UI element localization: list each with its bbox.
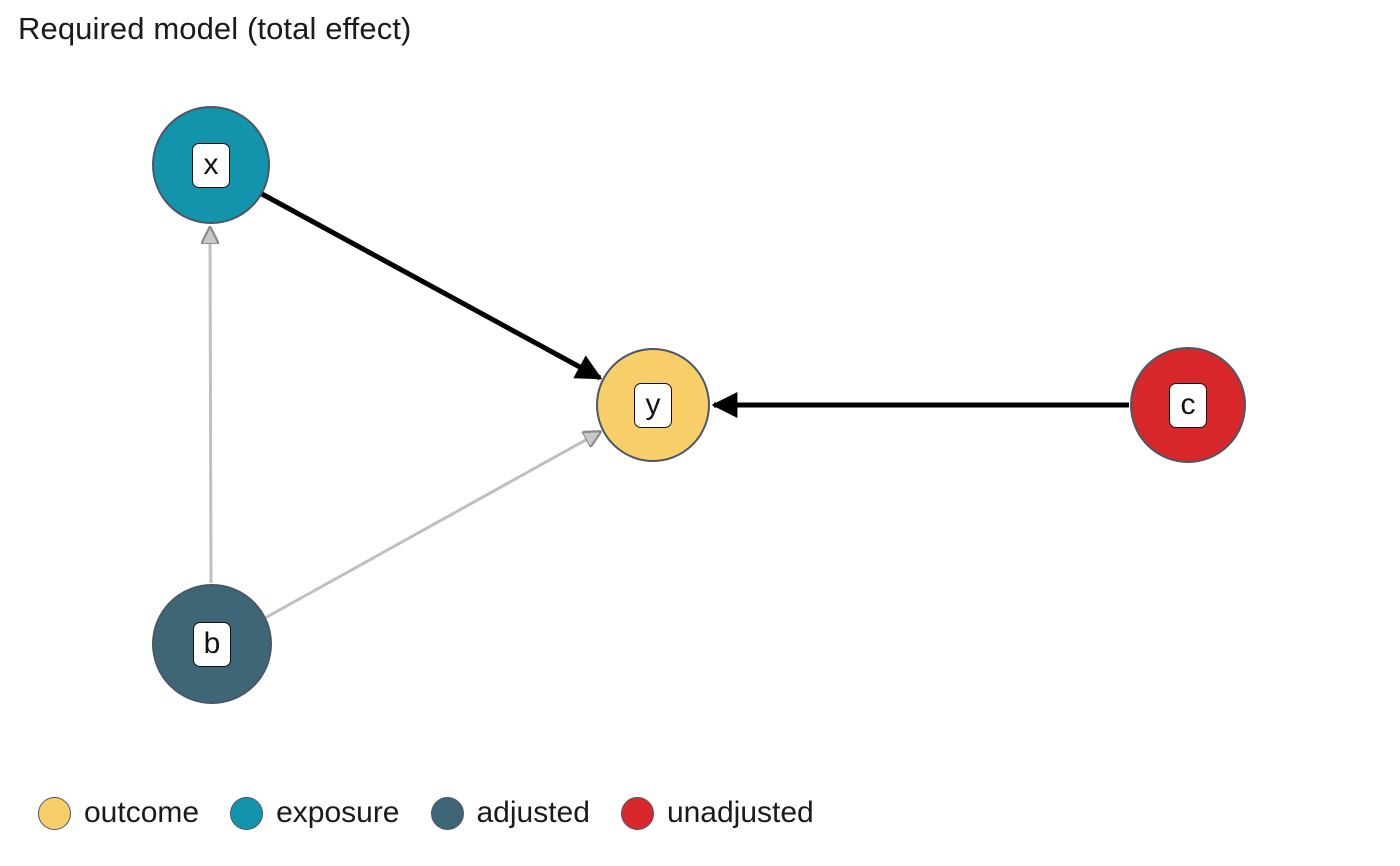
legend-label-unadjusted: unadjusted (666, 796, 814, 829)
node-label-c: c (1180, 388, 1196, 421)
legend-label-outcome: outcome (84, 796, 200, 829)
legend-item-adjusted[interactable]: adjusted (430, 796, 590, 830)
dag-edge-layer (0, 191, 1129, 620)
dag-edge-b-to-x (210, 228, 211, 584)
dag-node-c[interactable]: c (1130, 347, 1246, 463)
dag-node-x[interactable]: x (152, 106, 270, 224)
dag-edges (210, 191, 1129, 620)
legend-swatch-exposure (230, 796, 264, 830)
legend-item-exposure[interactable]: exposure (230, 796, 400, 830)
node-label-box-b: b (193, 621, 231, 667)
legend-swatch-outcome (38, 796, 71, 830)
dag-edge-x-to-y (260, 191, 603, 381)
legend: outcome exposure adjusted unadjusted (0, 778, 1400, 848)
legend-swatch-unadjusted (620, 796, 654, 830)
legend-item-outcome[interactable]: outcome (38, 796, 200, 830)
node-label-box-y: y (634, 382, 672, 428)
node-label-b: b (203, 627, 221, 660)
node-label-box-x: x (192, 142, 230, 188)
dag-edge-b-to-y (264, 432, 600, 620)
page-title: Required model (total effect) (18, 11, 412, 46)
node-label-box-c: c (1169, 382, 1207, 428)
legend-swatch-adjusted (430, 796, 464, 830)
dag-graph-area: x y b c (0, 106, 1246, 704)
legend-label-exposure: exposure (276, 796, 400, 829)
legend-label-adjusted: adjusted (476, 796, 590, 829)
dag-node-b[interactable]: b (152, 584, 272, 704)
node-label-y: y (645, 388, 661, 421)
dag-node-y[interactable]: y (596, 348, 710, 462)
node-label-x: x (203, 148, 219, 181)
legend-item-unadjusted[interactable]: unadjusted (620, 796, 814, 830)
